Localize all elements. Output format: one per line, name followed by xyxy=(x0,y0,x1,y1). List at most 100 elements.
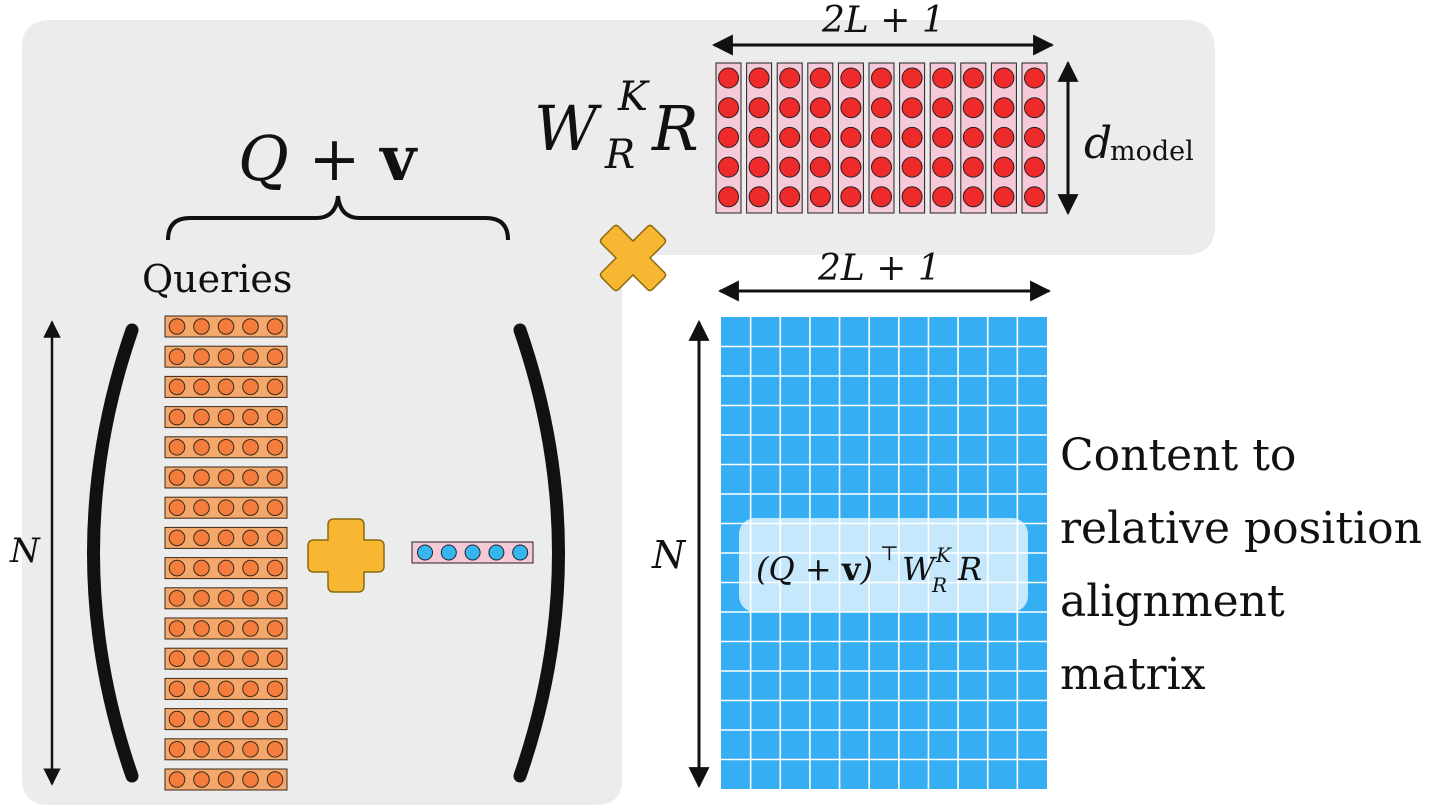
queries-label: Queries xyxy=(142,257,292,301)
key-dot xyxy=(1024,67,1045,89)
query-dot xyxy=(217,620,235,637)
v-dot xyxy=(464,544,481,561)
left-parenthesis xyxy=(87,323,139,783)
q-symbol: Q xyxy=(238,122,309,195)
query-dot xyxy=(193,318,210,335)
query-dot xyxy=(242,529,259,547)
query-dot xyxy=(193,590,210,607)
svg-text:W: W xyxy=(534,92,602,165)
v-dot xyxy=(440,544,457,561)
svg-text:d: d xyxy=(1084,118,1112,169)
query-dot xyxy=(266,771,284,788)
query-dot xyxy=(242,469,259,486)
svg-text:(Q + v): (Q + v) xyxy=(756,550,873,588)
key-dot xyxy=(718,67,739,89)
v-dot xyxy=(512,544,529,561)
query-dot xyxy=(242,499,259,517)
key-dot xyxy=(901,186,923,208)
query-dot xyxy=(242,650,259,668)
key-matrix xyxy=(715,62,1048,214)
query-dot xyxy=(193,680,210,698)
query-dot xyxy=(217,590,235,607)
curly-brace xyxy=(166,195,510,241)
query-dot xyxy=(168,650,186,668)
query-dot xyxy=(242,771,259,788)
query-dot xyxy=(193,710,210,728)
query-dot xyxy=(266,469,284,486)
key-dot xyxy=(779,186,801,208)
query-dot xyxy=(193,408,210,426)
key-dot xyxy=(779,156,801,178)
query-dot xyxy=(217,650,235,668)
key-dot xyxy=(840,126,862,148)
description-text: Content to relative position alignment m… xyxy=(1060,430,1422,700)
query-dot xyxy=(217,318,235,335)
key-dot xyxy=(840,97,862,119)
svg-text:model: model xyxy=(1110,136,1194,167)
key-dot xyxy=(871,156,892,178)
query-dot xyxy=(217,499,235,517)
svg-text:R: R xyxy=(651,92,699,165)
svg-text:R: R xyxy=(931,573,947,597)
query-dot xyxy=(193,378,210,396)
key-dot xyxy=(748,126,770,148)
key-dot xyxy=(1024,97,1045,119)
query-dot xyxy=(168,771,186,788)
key-dot xyxy=(1024,186,1045,208)
query-dot xyxy=(266,650,284,668)
query-dot xyxy=(242,741,259,758)
query-dot xyxy=(266,741,284,758)
query-dot xyxy=(217,559,235,577)
key-dot xyxy=(840,156,862,178)
key-dot xyxy=(901,156,923,178)
query-dot xyxy=(266,620,284,637)
query-dot xyxy=(217,348,235,366)
key-dot xyxy=(809,156,831,178)
query-dot xyxy=(242,590,259,607)
query-dot xyxy=(266,529,284,547)
query-dot xyxy=(193,559,210,577)
key-dot xyxy=(840,186,862,208)
key-dot xyxy=(901,97,923,119)
query-dot xyxy=(217,741,235,758)
query-dot xyxy=(242,318,259,335)
query-dot xyxy=(168,529,186,547)
query-dot xyxy=(217,680,235,698)
query-dot xyxy=(242,408,259,426)
key-dot xyxy=(932,186,954,208)
query-dot xyxy=(168,439,186,456)
key-dot xyxy=(779,67,801,89)
v-vector xyxy=(411,541,534,564)
key-dot xyxy=(718,186,739,208)
plus-symbol: + xyxy=(309,122,381,195)
key-dot xyxy=(962,186,984,208)
svg-text:relative position: relative position xyxy=(1060,503,1422,554)
key-dot xyxy=(993,156,1015,178)
query-dot xyxy=(168,590,186,607)
query-dot xyxy=(168,348,186,366)
query-dot xyxy=(168,469,186,486)
query-dot xyxy=(193,439,210,456)
key-dot xyxy=(993,67,1015,89)
key-dot xyxy=(901,126,923,148)
query-dot xyxy=(266,348,284,366)
key-dot xyxy=(748,156,770,178)
query-dot xyxy=(217,771,235,788)
key-dot xyxy=(962,67,984,89)
query-dot xyxy=(193,650,210,668)
query-matrix xyxy=(164,315,288,791)
plus-icon xyxy=(307,518,385,593)
times-icon xyxy=(599,224,667,292)
key-dot xyxy=(993,126,1015,148)
key-dot xyxy=(871,67,892,89)
query-dot xyxy=(242,559,259,577)
key-dot xyxy=(748,67,770,89)
query-dot xyxy=(168,318,186,335)
v-dot xyxy=(417,544,433,561)
svg-text:matrix: matrix xyxy=(1060,649,1206,700)
key-dot xyxy=(871,97,892,119)
query-dot xyxy=(168,620,186,637)
svg-text:R: R xyxy=(604,132,635,178)
query-dot xyxy=(168,378,186,396)
query-dot xyxy=(217,529,235,547)
